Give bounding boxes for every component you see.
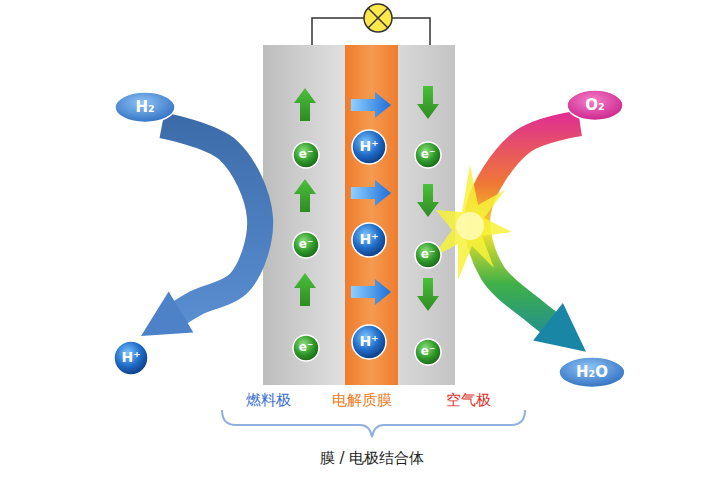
proton-circle: H⁺: [351, 222, 387, 258]
arrow-head: [533, 303, 586, 352]
electron-circle: e⁻: [292, 334, 320, 362]
electron-arrow: [294, 88, 316, 121]
node-text: H⁺: [121, 350, 140, 365]
node-text: e⁻: [299, 341, 313, 354]
arrow-head: [141, 291, 193, 336]
proton-arrow: [351, 92, 391, 118]
electron-arrow: [417, 86, 439, 119]
reaction-glow: [456, 212, 484, 240]
electron-circle: e⁻: [292, 141, 320, 169]
node-text: e⁻: [299, 148, 313, 161]
flow-arrows: [294, 86, 439, 311]
lamp-symbol: [364, 4, 392, 32]
electron-arrow: [417, 184, 439, 217]
flow-arrow: [477, 123, 586, 352]
flow-arrow: [141, 125, 260, 336]
node-text: e⁻: [421, 345, 435, 358]
molecule-oval: H₂O: [558, 356, 626, 389]
proton-arrow: [351, 279, 391, 305]
proton-arrow: [351, 180, 391, 206]
electron-circle: e⁻: [414, 141, 442, 169]
electron-arrow: [417, 278, 439, 311]
molecule-oval: O₂: [566, 89, 624, 122]
proton-circle: H⁺: [113, 340, 149, 376]
molecule-oval: H₂: [114, 91, 176, 124]
reaction-flash: [432, 165, 512, 280]
assembly-label: 膜 / 电极结合体: [320, 449, 425, 467]
cell-panel: [263, 45, 455, 385]
node-text: e⁻: [421, 248, 435, 261]
node-text: H₂: [135, 99, 154, 116]
bracket: [222, 410, 525, 437]
electron-arrow: [294, 179, 316, 212]
proton-circle: H⁺: [351, 129, 387, 165]
electron-circle: e⁻: [292, 231, 320, 259]
electrolyte-band: [345, 45, 398, 385]
electron-circle: e⁻: [414, 241, 442, 269]
node-text: e⁻: [421, 148, 435, 161]
node-text: O₂: [585, 97, 604, 114]
node-text: H₂O: [576, 364, 608, 381]
proton-circle: H⁺: [351, 324, 387, 360]
node-text: H⁺: [359, 139, 378, 154]
electron-arrow: [294, 273, 316, 306]
electrode-label: 燃料极: [246, 391, 291, 409]
node-text: H⁺: [359, 334, 378, 349]
electron-circle: e⁻: [414, 338, 442, 366]
electrode-label: 空气极: [446, 391, 491, 409]
node-text: H⁺: [359, 232, 378, 247]
membrane-label: 电解质膜: [332, 391, 392, 409]
node-text: e⁻: [299, 238, 313, 251]
flow-band: [162, 125, 260, 313]
